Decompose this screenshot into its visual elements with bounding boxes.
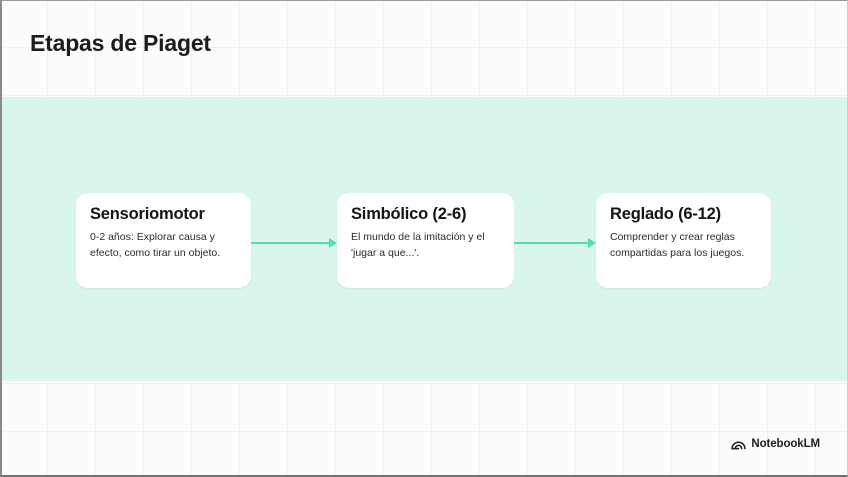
- stage-card-reglado[interactable]: Reglado (6-12) Comprender y crear reglas…: [596, 193, 771, 288]
- stage-card-body: Comprender y crear reglas compartidas pa…: [610, 230, 745, 259]
- brand-mark: NotebookLM: [731, 438, 820, 450]
- stage-card-title: Sensoriomotor: [90, 205, 205, 223]
- notebooklm-logo-icon: [731, 441, 747, 450]
- process-flow-diagram: Sensoriomotor 0-2 años: Explorar causa y…: [0, 193, 848, 288]
- arrow-right-icon: [514, 238, 596, 248]
- arrow-line: [514, 242, 589, 244]
- brand-name: NotebookLM: [751, 438, 820, 450]
- stage-card-title: Simbólico (2-6): [351, 205, 467, 223]
- arrow-right-icon: [251, 238, 337, 248]
- stage-card-simbolico[interactable]: Simbólico (2-6) El mundo de la imitación…: [337, 193, 514, 288]
- arrow-line: [251, 242, 330, 244]
- arrow-head: [588, 238, 596, 248]
- stage-card-body: El mundo de la imitación y el 'jugar a q…: [351, 230, 485, 259]
- arrow-head: [329, 238, 337, 248]
- page-title: Etapas de Piaget: [30, 30, 211, 56]
- stage-card-body: 0-2 años: Explorar causa y efecto, como …: [90, 230, 221, 259]
- stage-card-sensoriomotor[interactable]: Sensoriomotor 0-2 años: Explorar causa y…: [76, 193, 251, 288]
- stage-card-title: Reglado (6-12): [610, 205, 721, 223]
